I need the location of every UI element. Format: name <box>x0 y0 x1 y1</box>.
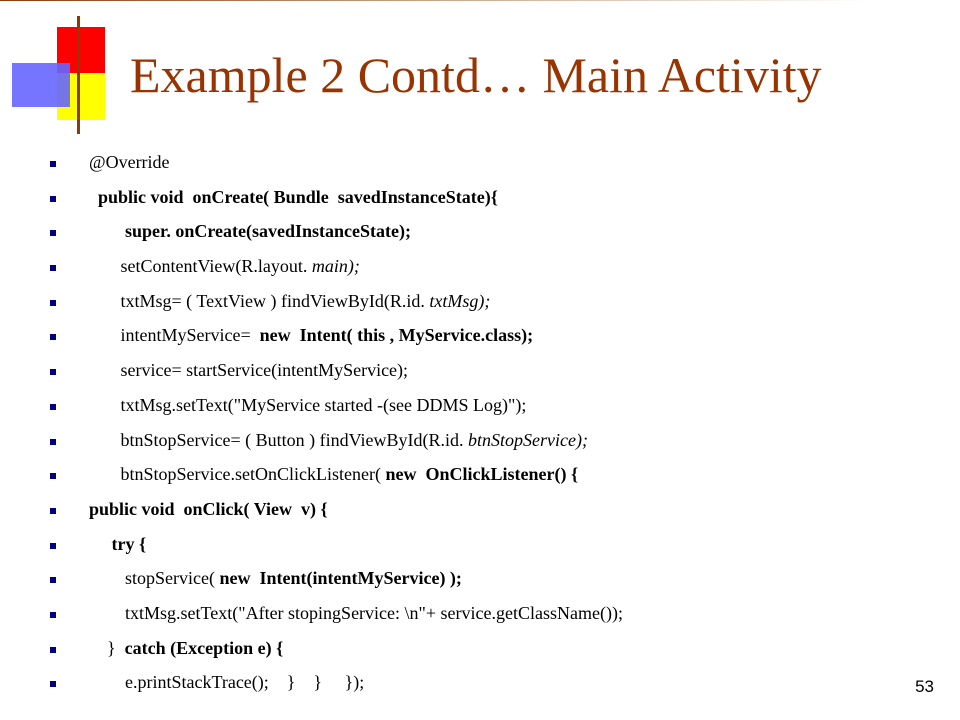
code-text: try { <box>62 532 147 556</box>
code-segment: catch (Exception e) { <box>124 637 284 658</box>
code-text: public void onClick( View v) { <box>62 497 328 521</box>
code-segment: btnStopService= ( Button ) findViewById(… <box>62 429 469 450</box>
code-segment: main); <box>311 256 360 277</box>
code-segment: txtMsg= ( TextView ) findViewById(R.id. <box>62 290 430 311</box>
code-text: } catch (Exception e) { <box>62 636 283 660</box>
code-text: service= startService(intentMyService); <box>62 358 409 382</box>
code-segment: public void onClick( View v) { <box>62 498 328 519</box>
code-text: public void onCreate( Bundle savedInstan… <box>62 185 498 209</box>
code-text: super. onCreate(savedInstanceState); <box>62 219 411 243</box>
code-segment: super. onCreate(savedInstanceState); <box>62 221 411 242</box>
code-text: btnStopService.setOnClickListener( new O… <box>62 462 579 486</box>
code-segment: try { <box>62 533 147 554</box>
square-bullet-icon <box>50 611 56 618</box>
square-bullet-icon <box>50 473 56 480</box>
blue-square-decoration <box>12 63 70 107</box>
code-text: setContentView(R.layout. main); <box>62 254 360 278</box>
code-segment: setContentView(R.layout. <box>62 256 312 277</box>
square-bullet-icon <box>50 265 56 272</box>
code-segment: e.printStackTrace(); } } }); <box>62 672 365 693</box>
square-bullet-icon <box>50 681 56 688</box>
code-segment: @Override <box>62 152 170 172</box>
square-bullet-icon <box>50 577 56 584</box>
code-text: intentMyService= new Intent( this , MySe… <box>62 323 534 347</box>
code-text: @Override <box>62 150 170 174</box>
page-number: 53 <box>915 677 934 696</box>
code-segment: } <box>62 637 125 658</box>
code-text: stopService( new Intent(intentMyService)… <box>62 566 462 590</box>
vertical-rule-decoration <box>77 16 80 134</box>
square-bullet-icon <box>50 403 56 410</box>
square-bullet-icon <box>50 646 56 653</box>
code-segment: txtMsg.setText("After stopingService: \n… <box>62 602 623 623</box>
code-segment: new Intent(intentMyService) ); <box>219 568 462 589</box>
code-text: txtMsg.setText("MyService started -(see … <box>62 393 527 417</box>
code-text: e.printStackTrace(); } } }); <box>62 670 364 694</box>
code-text: txtMsg= ( TextView ) findViewById(R.id. … <box>62 289 491 313</box>
square-bullet-icon <box>50 438 56 445</box>
square-bullet-icon <box>50 299 56 306</box>
code-segment: intentMyService= <box>62 325 260 346</box>
code-text: txtMsg.setText("After stopingService: \n… <box>62 601 623 625</box>
code-segment: service= startService(intentMyService); <box>62 360 409 381</box>
code-segment: txtMsg.setText("MyService started -(see … <box>62 394 527 415</box>
code-segment: public void onCreate( Bundle savedInstan… <box>62 186 498 207</box>
code-segment: new Intent( this , MyService.class); <box>259 325 534 346</box>
code-segment: txtMsg); <box>429 290 491 311</box>
code-text: btnStopService= ( Button ) findViewById(… <box>62 428 589 452</box>
square-bullet-icon <box>50 334 56 341</box>
code-segment: btnStopService); <box>468 429 588 450</box>
code-segment: stopService( <box>62 568 220 589</box>
code-segment: btnStopService.setOnClickListener( <box>62 464 386 485</box>
square-bullet-icon <box>50 230 56 237</box>
code-segment: new OnClickListener() { <box>385 464 579 485</box>
square-bullet-icon <box>50 507 56 514</box>
slide-title: Example 2 Contd… Main Activity <box>130 47 822 103</box>
square-bullet-icon <box>50 542 56 549</box>
title-underline <box>0 0 870 1</box>
square-bullet-icon <box>50 161 56 167</box>
square-bullet-icon <box>50 369 56 376</box>
square-bullet-icon <box>50 195 56 202</box>
slide-logo-decoration <box>0 0 120 134</box>
